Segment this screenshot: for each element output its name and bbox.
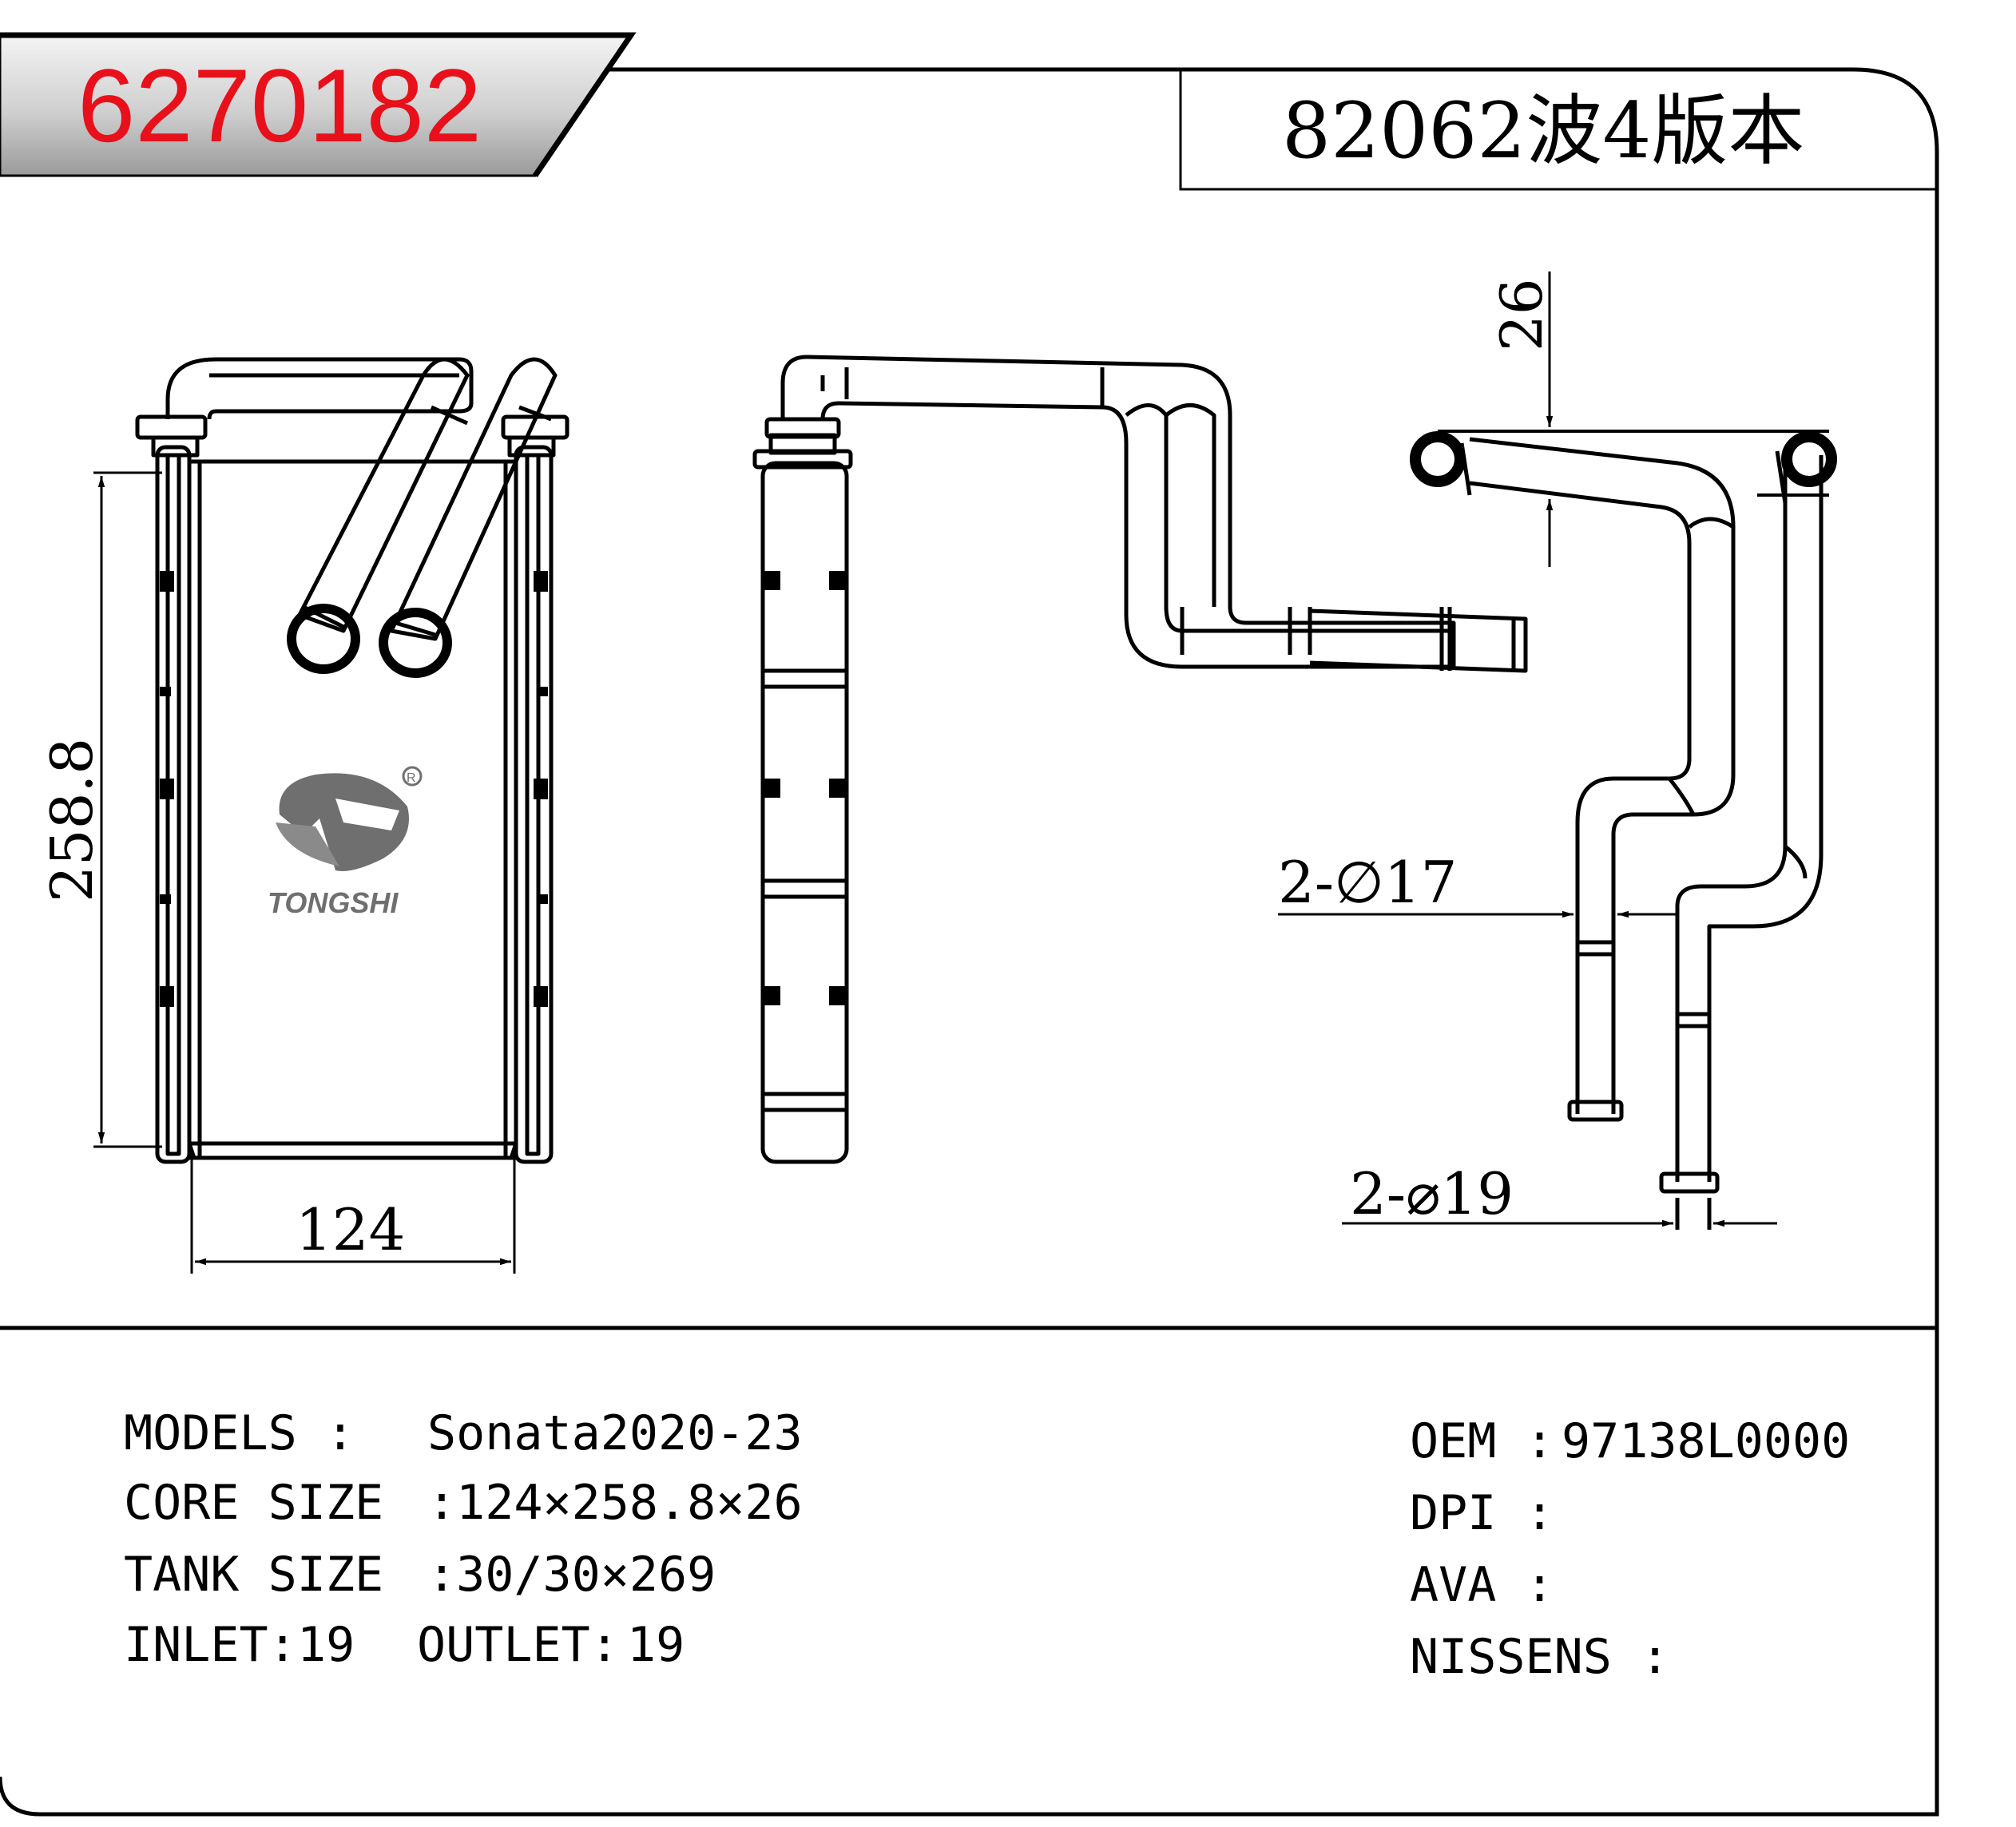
inlet-label: INLET: bbox=[124, 1617, 297, 1673]
right-view bbox=[1410, 430, 1837, 1230]
dimension-width bbox=[190, 1158, 516, 1274]
front-view-core bbox=[135, 357, 569, 1164]
version-note: 82062波4版本 bbox=[1282, 86, 1804, 176]
dimension-width-label: 124 bbox=[296, 1196, 405, 1263]
specs-right: OEM : 97138L0000 DPI : AVA : NISSENS : bbox=[1410, 1413, 1850, 1685]
part-number-banner: 6270182 bbox=[0, 32, 637, 177]
core-size-label: CORE SIZE bbox=[124, 1475, 383, 1531]
nissens-label: NISSENS : bbox=[1410, 1629, 1669, 1685]
dimension-pipe-b-label: 2-⌀19 bbox=[1350, 1160, 1514, 1227]
inlet-value: 19 bbox=[297, 1617, 355, 1673]
oem-label: OEM : bbox=[1410, 1413, 1554, 1469]
ava-label: AVA : bbox=[1410, 1557, 1554, 1613]
dimension-thickness-label: 26 bbox=[1488, 278, 1555, 351]
dpi-label: DPI : bbox=[1410, 1485, 1554, 1541]
side-view bbox=[752, 355, 1528, 1164]
outlet-value: 19 bbox=[627, 1617, 685, 1673]
dimension-height-label: 258.8 bbox=[38, 738, 105, 902]
part-number: 6270182 bbox=[77, 47, 482, 164]
specs-left: MODELS : Sonata2020-23 CORE SIZE :124×25… bbox=[124, 1405, 803, 1673]
sheet-frame bbox=[0, 67, 1939, 1817]
tongshi-logo: TONGSHI R bbox=[268, 766, 423, 919]
outlet-label: OUTLET: bbox=[417, 1617, 619, 1673]
models-value: Sonata2020-23 bbox=[427, 1405, 803, 1461]
dimension-height bbox=[93, 471, 162, 1148]
core-size-value: :124×258.8×26 bbox=[427, 1475, 803, 1531]
oem-value: 97138L0000 bbox=[1562, 1413, 1850, 1469]
logo-registered: R bbox=[407, 771, 416, 785]
tank-size-label: TANK SIZE bbox=[124, 1547, 383, 1603]
tank-size-value: :30/30×269 bbox=[427, 1547, 716, 1603]
logo-brand: TONGSHI bbox=[268, 886, 399, 919]
registered-icon bbox=[402, 766, 423, 787]
dimension-pipe-a-label: 2-∅17 bbox=[1278, 849, 1457, 916]
models-label: MODELS : bbox=[124, 1405, 355, 1461]
